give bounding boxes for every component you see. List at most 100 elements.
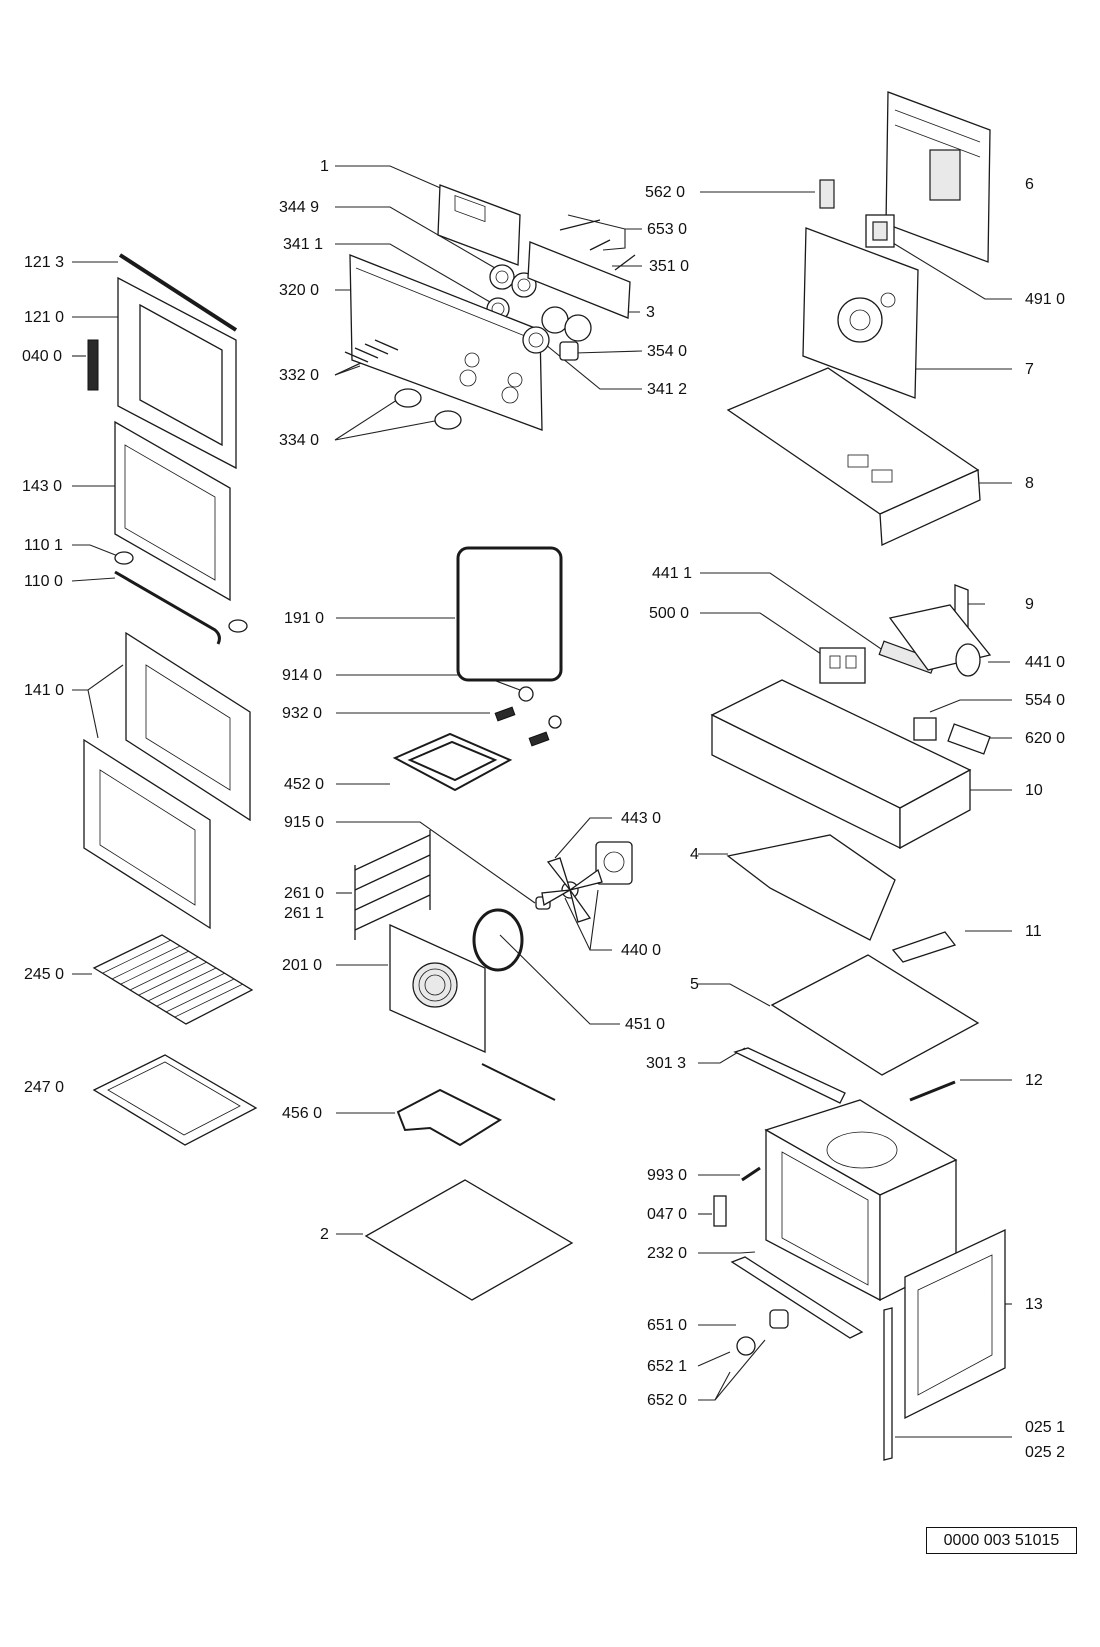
- label-441-0: 441 0: [1025, 654, 1065, 671]
- label-652-0: 652 0: [647, 1392, 687, 1409]
- label-320-0: 320 0: [279, 282, 319, 299]
- label-10: 10: [1025, 782, 1043, 799]
- part-652-lamp: [736, 1336, 756, 1356]
- label-261-1: 261 1: [284, 905, 324, 922]
- part-562-0-bracket: [819, 179, 835, 209]
- label-110-1: 110 1: [24, 537, 63, 554]
- label-143-0: 143 0: [22, 478, 62, 495]
- label-440-0: 440 0: [621, 942, 661, 959]
- part-452-0-grill-element: [392, 732, 513, 792]
- label-121-3: 121 3: [24, 254, 64, 271]
- label-12: 12: [1025, 1072, 1043, 1089]
- label-332-0: 332 0: [279, 367, 319, 384]
- label-344-9: 344 9: [279, 199, 319, 216]
- part-13-side-panel: [904, 1228, 1006, 1420]
- label-620-0: 620 0: [1025, 730, 1065, 747]
- label-201-0: 201 0: [282, 957, 322, 974]
- label-2: 2: [320, 1226, 329, 1243]
- part-1-control-plate: [437, 184, 521, 266]
- label-562-0: 562 0: [645, 184, 685, 201]
- part-7-back-wall: [802, 227, 919, 399]
- part-232-0-front-trim: [730, 1256, 864, 1339]
- label-652-1: 652 1: [647, 1358, 687, 1375]
- part-191-0-door-seal: [456, 546, 563, 682]
- part-456-0-bottom-element: [396, 1063, 556, 1147]
- part-11-bracket: [891, 931, 957, 963]
- part-110-1-handle-cap: [114, 551, 134, 565]
- label-5: 5: [690, 976, 699, 993]
- label-456-0: 456 0: [282, 1105, 322, 1122]
- part-4-heat-shield: [726, 834, 896, 941]
- part-245-0-wire-shelf: [92, 934, 254, 1025]
- label-110-0: 110 0: [24, 573, 63, 590]
- label-121-0: 121 0: [24, 309, 64, 326]
- part-040-0-hinge: [87, 339, 99, 391]
- label-301-3: 301 3: [646, 1055, 686, 1072]
- label-247-0: 247 0: [24, 1079, 64, 1096]
- label-554-0: 554 0: [1025, 692, 1065, 709]
- part-443-0-fan-motor: [595, 841, 633, 885]
- part-10-control-housing: [710, 679, 972, 850]
- label-915-0: 915 0: [284, 814, 324, 831]
- part-12-rod: [909, 1080, 956, 1102]
- label-4: 4: [690, 846, 699, 863]
- part-121-0-door-frame: [117, 276, 237, 470]
- label-191-0: 191 0: [284, 610, 324, 627]
- part-oven-cavity: [764, 1099, 958, 1302]
- part-047-0-latch: [713, 1195, 727, 1227]
- part-5-base-plate: [770, 954, 980, 1076]
- label-13: 13: [1025, 1296, 1043, 1313]
- part-914-0-nut: [518, 686, 534, 702]
- part-201-0-fan-cover: [389, 923, 486, 1053]
- label-932-0: 932 0: [282, 705, 322, 722]
- label-491-0: 491 0: [1025, 291, 1065, 308]
- parts: [83, 91, 1006, 1461]
- part-441-0-tangential-fan: [888, 604, 992, 677]
- label-040-0: 040 0: [22, 348, 62, 365]
- part-3-switch-board: [527, 219, 636, 342]
- part-620-0-terminal-block: [947, 723, 991, 755]
- label-653-0: 653 0: [647, 221, 687, 238]
- label-443-0: 443 0: [621, 810, 661, 827]
- label-11: 11: [1025, 923, 1042, 940]
- label-047-0: 047 0: [647, 1206, 687, 1223]
- label-341-2: 341 2: [647, 381, 687, 398]
- label-245-0: 245 0: [24, 966, 64, 983]
- part-500-0-relay-block: [819, 647, 866, 684]
- label-232-0: 232 0: [647, 1245, 687, 1262]
- label-651-0: 651 0: [647, 1317, 687, 1334]
- label-341-1: 341 1: [283, 236, 323, 253]
- part-247-0-baking-tray: [92, 1054, 258, 1146]
- part-451-0-ring-element: [472, 908, 524, 972]
- part-354-0-lamp: [559, 341, 579, 361]
- part-261-0-side-runner: [354, 830, 431, 940]
- label-141-0: 141 0: [24, 682, 64, 699]
- label-8: 8: [1025, 475, 1034, 492]
- part-993-0-screw: [741, 1166, 761, 1182]
- part-143-0-inner-glass: [114, 420, 231, 602]
- label-025-1: 025 1: [1025, 1419, 1065, 1436]
- part-2-bottom-plate: [364, 1179, 574, 1301]
- part-932-0-terminals: [494, 706, 562, 747]
- part-334-0-knobs: [394, 388, 462, 430]
- label-351-0: 351 0: [649, 258, 689, 275]
- part-651-0-lamp-cover: [769, 1309, 789, 1329]
- label-914-0: 914 0: [282, 667, 322, 684]
- label-025-2: 025 2: [1025, 1444, 1065, 1461]
- label-452-0: 452 0: [284, 776, 324, 793]
- label-451-0: 451 0: [625, 1016, 665, 1033]
- label-6: 6: [1025, 176, 1034, 193]
- label-334-0: 334 0: [279, 432, 319, 449]
- part-554-0-switch: [913, 717, 937, 741]
- part-025-hinge-strip: [883, 1307, 893, 1461]
- part-332-0-screws: [344, 339, 399, 363]
- label-1: 1: [320, 158, 329, 175]
- label-354-0: 354 0: [647, 343, 687, 360]
- part-341-2-ring: [522, 326, 550, 354]
- part-301-3-rail: [733, 1047, 846, 1104]
- label-3: 3: [646, 304, 655, 321]
- part-110-0-handle: [114, 570, 221, 645]
- label-261-0: 261 0: [284, 885, 324, 902]
- label-7: 7: [1025, 361, 1034, 378]
